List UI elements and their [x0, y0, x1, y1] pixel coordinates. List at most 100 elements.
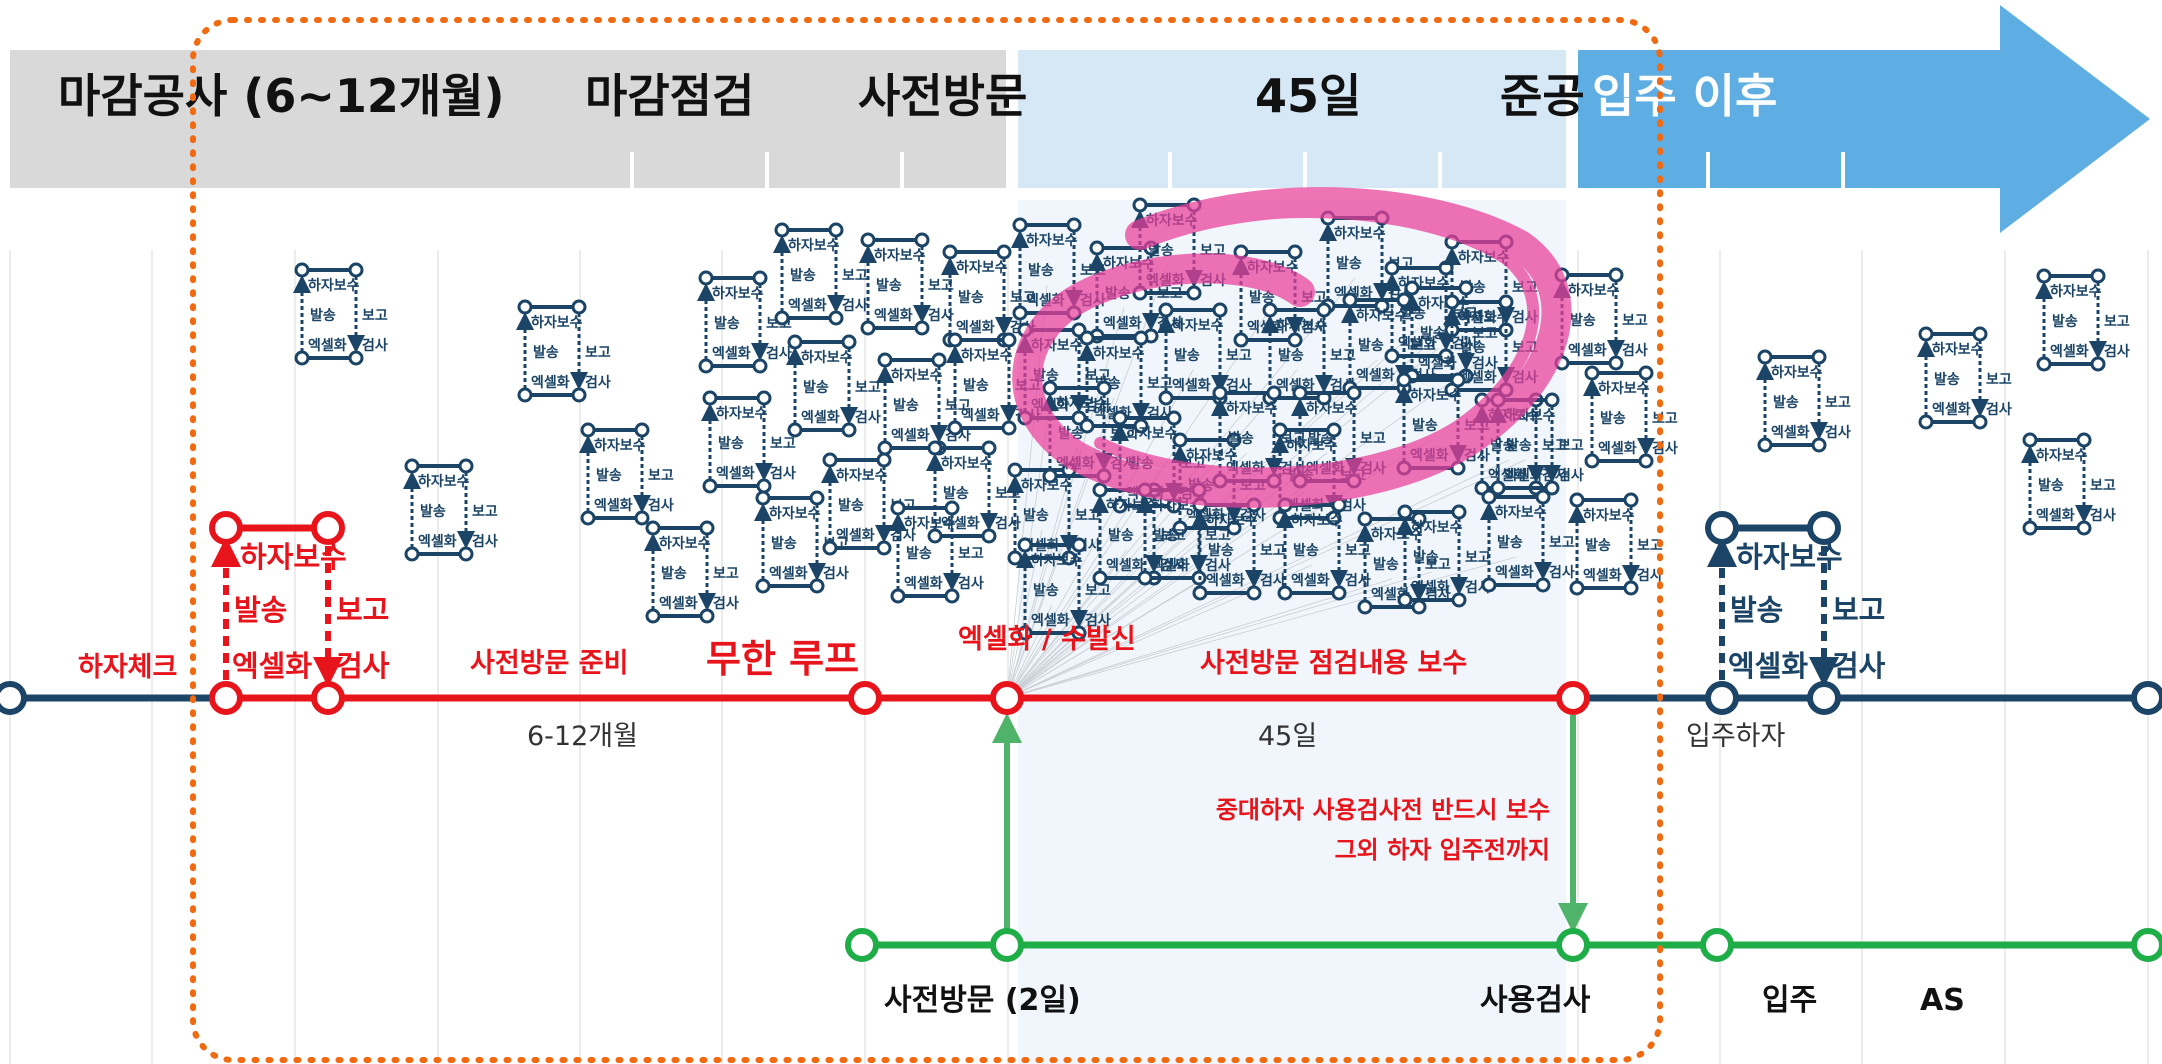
timeline-nodes: [0, 681, 2162, 962]
svg-text:발송: 발송: [596, 467, 622, 484]
svg-text:엑셀화: 엑셀화: [2050, 343, 2089, 360]
svg-text:발송: 발송: [1373, 556, 1399, 573]
svg-text:발송: 발송: [943, 485, 969, 502]
svg-text:엑셀화: 엑셀화: [716, 465, 755, 482]
svg-text:하자보수: 하자보수: [1598, 380, 1650, 397]
svg-text:보고: 보고: [958, 546, 984, 562]
svg-text:발송: 발송: [420, 503, 446, 520]
connector-line: [1006, 369, 1298, 699]
red-loop-excel: 엑셀화: [232, 649, 312, 683]
svg-text:엑셀화: 엑셀화: [1031, 612, 1070, 629]
svg-text:하자보수: 하자보수: [418, 473, 470, 490]
svg-text:하자보수: 하자보수: [904, 515, 956, 532]
svg-text:발송: 발송: [1293, 542, 1319, 559]
svg-text:보고: 보고: [1205, 528, 1231, 544]
svg-text:엑셀화: 엑셀화: [1356, 367, 1395, 384]
label-infinite-loop: 무한 루프: [706, 637, 859, 681]
svg-text:엑셀화: 엑셀화: [1106, 557, 1145, 574]
connector-line: [1006, 564, 1228, 699]
svg-text:발송: 발송: [1228, 430, 1254, 447]
note-line1: 중대하자 사용검사전 반드시 보수: [1216, 796, 1550, 824]
svg-text:검사: 검사: [855, 409, 881, 426]
svg-text:발송: 발송: [803, 379, 829, 396]
svg-text:하자보수: 하자보수: [659, 535, 711, 552]
svg-text:엑셀화: 엑셀화: [1206, 572, 1245, 589]
svg-text:검사: 검사: [713, 595, 739, 612]
svg-text:보고: 보고: [1465, 550, 1491, 566]
red-loop-inspect: 검사: [336, 649, 390, 683]
svg-text:발송: 발송: [1153, 527, 1179, 544]
svg-text:하자보수: 하자보수: [1056, 395, 1108, 412]
svg-text:하자보수: 하자보수: [1411, 519, 1463, 536]
svg-text:보고: 보고: [1549, 535, 1575, 551]
svg-text:엑셀화: 엑셀화: [1103, 315, 1142, 332]
label-pre-visit-2days: 사전방문 (2일): [884, 983, 1081, 1018]
svg-text:발송: 발송: [838, 497, 864, 514]
svg-text:검사: 검사: [1637, 567, 1663, 584]
svg-text:검사: 검사: [1240, 507, 1266, 524]
header-band-lightblue: [1018, 50, 1566, 188]
svg-text:엑셀화: 엑셀화: [1172, 377, 1211, 394]
svg-text:발송: 발송: [1460, 339, 1486, 356]
label-move-in: 입주: [1762, 983, 1817, 1018]
svg-text:발송: 발송: [1490, 437, 1516, 454]
svg-text:엑셀화: 엑셀화: [941, 515, 980, 532]
svg-text:검사: 검사: [1652, 440, 1678, 457]
svg-text:엑셀화: 엑셀화: [1598, 440, 1637, 457]
svg-text:보고: 보고: [713, 566, 739, 582]
svg-text:엑셀화: 엑셀화: [1291, 572, 1330, 589]
svg-text:발송: 발송: [1412, 417, 1438, 434]
svg-text:보고: 보고: [855, 380, 881, 396]
svg-text:하자보수: 하자보수: [716, 405, 768, 422]
svg-text:하자보수: 하자보수: [1093, 345, 1145, 362]
svg-text:보고: 보고: [1345, 543, 1371, 559]
svg-text:보고: 보고: [1825, 395, 1851, 411]
svg-text:보고: 보고: [1542, 438, 1568, 454]
navy-loop-excel: 엑셀화: [1728, 649, 1808, 683]
svg-text:보고: 보고: [1010, 290, 1036, 306]
connector-line: [1006, 477, 1148, 699]
svg-text:하자보수: 하자보수: [1410, 387, 1462, 404]
svg-text:발송: 발송: [714, 315, 740, 332]
svg-text:하자보수: 하자보수: [712, 285, 764, 302]
svg-text:하자보수: 하자보수: [531, 314, 583, 331]
svg-text:하자보수: 하자보수: [1226, 400, 1278, 417]
svg-text:엑셀화: 엑셀화: [1418, 355, 1457, 372]
note-line2: 그외 하자 입주전까지: [1335, 836, 1550, 864]
red-repair-loop: [209, 511, 345, 687]
svg-text:발송: 발송: [963, 377, 989, 394]
svg-text:발송: 발송: [661, 565, 687, 582]
svg-text:발송: 발송: [1148, 242, 1174, 259]
svg-text:발송: 발송: [1497, 534, 1523, 551]
connector-line: [1006, 499, 1208, 699]
navy-loop-send: 발송: [1730, 593, 1783, 627]
svg-text:보고: 보고: [1147, 376, 1173, 392]
svg-text:하자보수: 하자보수: [1026, 232, 1078, 249]
navy-repair-loop: [1705, 511, 1841, 687]
header-band-gray: [10, 50, 1006, 188]
svg-text:하자보수: 하자보수: [1286, 437, 1338, 454]
connector-line: [1006, 459, 1526, 699]
svg-text:엑셀화: 엑셀화: [594, 497, 633, 514]
svg-text:하자보수: 하자보수: [1106, 497, 1158, 514]
svg-text:보고: 보고: [1410, 338, 1436, 354]
svg-text:하자보수: 하자보수: [1771, 364, 1823, 381]
svg-text:검사: 검사: [1226, 377, 1252, 394]
svg-text:발송: 발송: [893, 397, 919, 414]
svg-text:엑셀화: 엑셀화: [1495, 564, 1534, 581]
svg-text:검사: 검사: [1301, 319, 1327, 336]
svg-text:검사: 검사: [770, 465, 796, 482]
svg-text:하자보수: 하자보수: [836, 467, 888, 484]
connector-line: [1006, 447, 1078, 699]
svg-text:보고: 보고: [770, 436, 796, 452]
